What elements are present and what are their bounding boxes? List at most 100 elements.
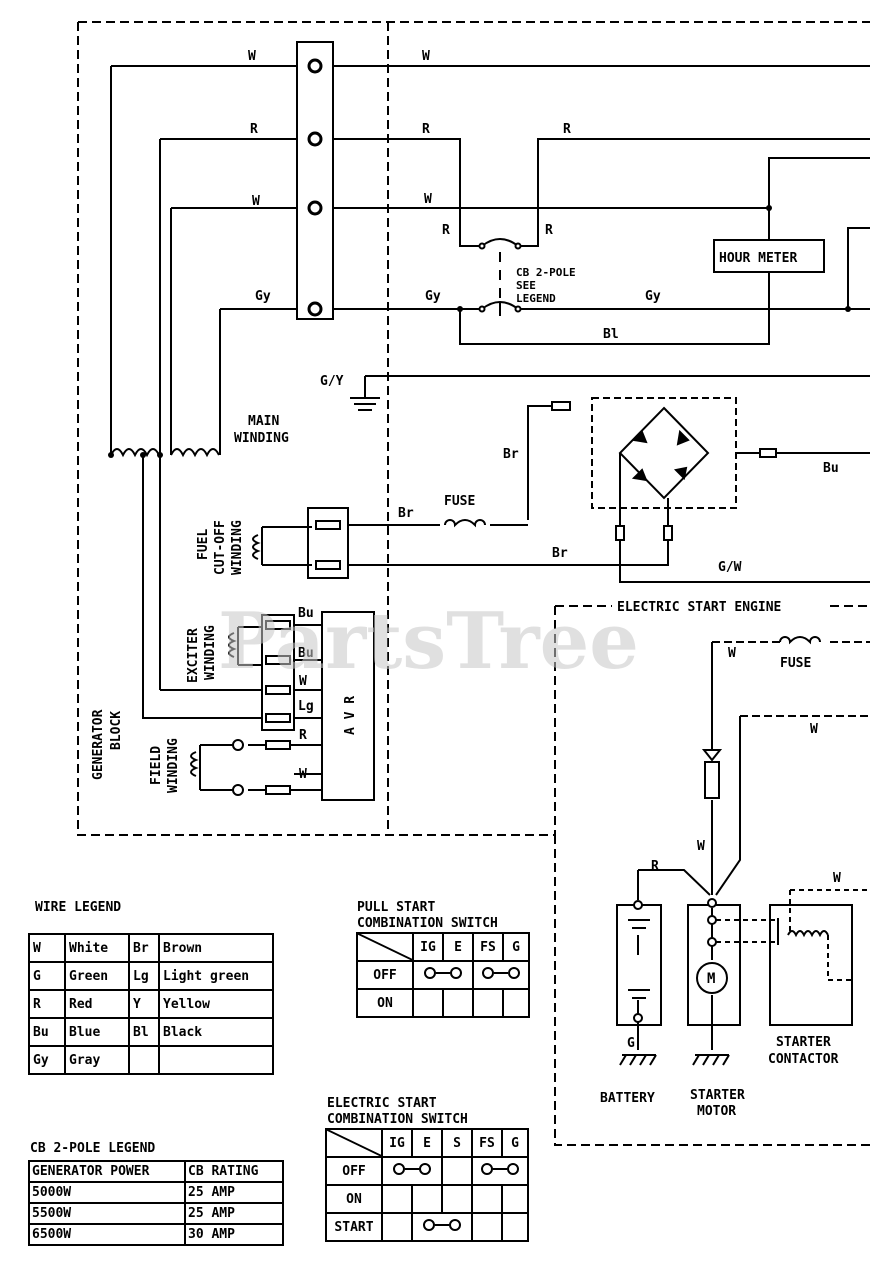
wire-color: Blue <box>64 1017 130 1047</box>
wire-label: Bu <box>823 461 839 476</box>
wire-label: W <box>248 49 256 64</box>
avr-pin-label: Lg <box>298 699 314 714</box>
field-label: WINDING <box>166 738 181 793</box>
wire-color: Green <box>64 961 130 991</box>
switch-cell <box>501 1184 529 1214</box>
wire-code: Gy <box>28 1045 66 1075</box>
wire-code: W <box>28 933 66 963</box>
wire-label: W <box>728 646 736 661</box>
wire-code: Bl <box>128 1017 160 1047</box>
switch-cell <box>472 988 504 1018</box>
wire-label: W <box>424 192 432 207</box>
wire-label: R <box>442 223 450 238</box>
switch-header: G <box>502 932 530 962</box>
electric-start-title: ELECTRIC START <box>327 1096 437 1111</box>
wire-label: Gy <box>645 289 661 304</box>
table-row: G Green Lg Light green <box>28 961 274 991</box>
wire-color: Black <box>158 1017 274 1047</box>
switch-header: FS <box>472 932 504 962</box>
watermark: PartsTree <box>218 596 639 687</box>
switch-header: E <box>442 932 474 962</box>
wire-label: W <box>810 722 818 737</box>
generator-power: 6500W <box>28 1223 186 1246</box>
table-row: Bu Blue Bl Black <box>28 1017 274 1047</box>
cb-rating: 25 AMP <box>184 1202 284 1225</box>
wire-code: G <box>28 961 66 991</box>
cb-legend-title: CB 2-POLE LEGEND <box>30 1141 156 1156</box>
switch-cell <box>471 1212 503 1242</box>
generator-power: 5000W <box>28 1181 186 1204</box>
wire-code: Y <box>128 989 160 1019</box>
avr-pin-label: Bu <box>298 606 314 621</box>
switch-cell <box>471 1184 503 1214</box>
switch-cell <box>411 1184 443 1214</box>
wire-color <box>158 1045 274 1075</box>
starter-motor-label: STARTER <box>690 1088 745 1103</box>
avr-pin-label: W <box>299 674 307 689</box>
wire-label: Bl <box>603 327 619 342</box>
wire-label: W <box>833 871 841 886</box>
switch-position: ON <box>325 1184 383 1214</box>
cb-header: GENERATOR POWER <box>28 1160 186 1183</box>
fuse-label: FUSE <box>444 494 475 509</box>
wire-code: Br <box>128 933 160 963</box>
wire-color: Gray <box>64 1045 130 1075</box>
main-winding-label: MAIN <box>248 414 279 429</box>
switch-header: IG <box>381 1128 413 1158</box>
switch-cell <box>381 1212 413 1242</box>
switch-contact <box>472 960 530 990</box>
exciter-label: WINDING <box>203 625 218 680</box>
switch-position: START <box>325 1212 383 1242</box>
pull-start-switch-table: IG E FS G OFF ON <box>356 932 530 1018</box>
wire-label: R <box>422 122 430 137</box>
starter-contactor-label: CONTACTOR <box>768 1052 839 1067</box>
switch-position: ON <box>356 988 414 1018</box>
wire-code: Bu <box>28 1017 66 1047</box>
switch-position: OFF <box>356 960 414 990</box>
table-row: GENERATOR POWER CB RATING <box>28 1160 284 1183</box>
switch-cell <box>381 1184 413 1214</box>
table-row: OFF <box>325 1156 529 1186</box>
avr-pin-label: R <box>299 728 307 743</box>
switch-contact <box>381 1156 443 1186</box>
wire-label: R <box>651 859 659 874</box>
switch-cell <box>412 988 444 1018</box>
electric-start-switch-table: IG E S FS G OFF ON START <box>325 1128 529 1242</box>
table-row: START <box>325 1212 529 1242</box>
avr-label: A V R <box>343 696 358 735</box>
wire-code: Lg <box>128 961 160 991</box>
cb-legend-table: GENERATOR POWER CB RATING 5000W 25 AMP 5… <box>28 1160 284 1246</box>
table-row: Gy Gray <box>28 1045 274 1075</box>
generator-power: 5500W <box>28 1202 186 1225</box>
wire-label: Gy <box>255 289 271 304</box>
starter-contactor-label: STARTER <box>776 1035 831 1050</box>
wire-label: W <box>697 839 705 854</box>
switch-cell <box>441 1184 473 1214</box>
wire-label: R <box>563 122 571 137</box>
fuse-label: FUSE <box>780 656 811 671</box>
table-row: 5500W 25 AMP <box>28 1202 284 1225</box>
cb-header: CB RATING <box>184 1160 284 1183</box>
generator-block-label: GENERATOR <box>91 709 106 780</box>
wire-label: Br <box>503 447 519 462</box>
wire-label: Gy <box>425 289 441 304</box>
wire-legend-table: W White Br Brown G Green Lg Light green … <box>28 933 274 1075</box>
wire-color: Light green <box>158 961 274 991</box>
main-winding-label: WINDING <box>234 431 289 446</box>
wire-label: R <box>250 122 258 137</box>
table-row: 5000W 25 AMP <box>28 1181 284 1204</box>
pull-start-title: PULL START <box>357 900 436 915</box>
cb-note: LEGEND <box>516 292 556 305</box>
fuel-cutoff-label: WINDING <box>230 520 245 575</box>
fuel-cutoff-label: CUT-OFF <box>213 520 228 575</box>
electric-start-title: COMBINATION SWITCH <box>327 1112 468 1127</box>
wire-label: G <box>627 1036 635 1051</box>
table-row: ON <box>325 1184 529 1214</box>
switch-corner <box>325 1128 383 1158</box>
switch-cell <box>501 1212 529 1242</box>
starter-motor-label: MOTOR <box>697 1104 736 1119</box>
wire-code: R <box>28 989 66 1019</box>
table-row: OFF <box>356 960 530 990</box>
switch-header: IG <box>412 932 444 962</box>
